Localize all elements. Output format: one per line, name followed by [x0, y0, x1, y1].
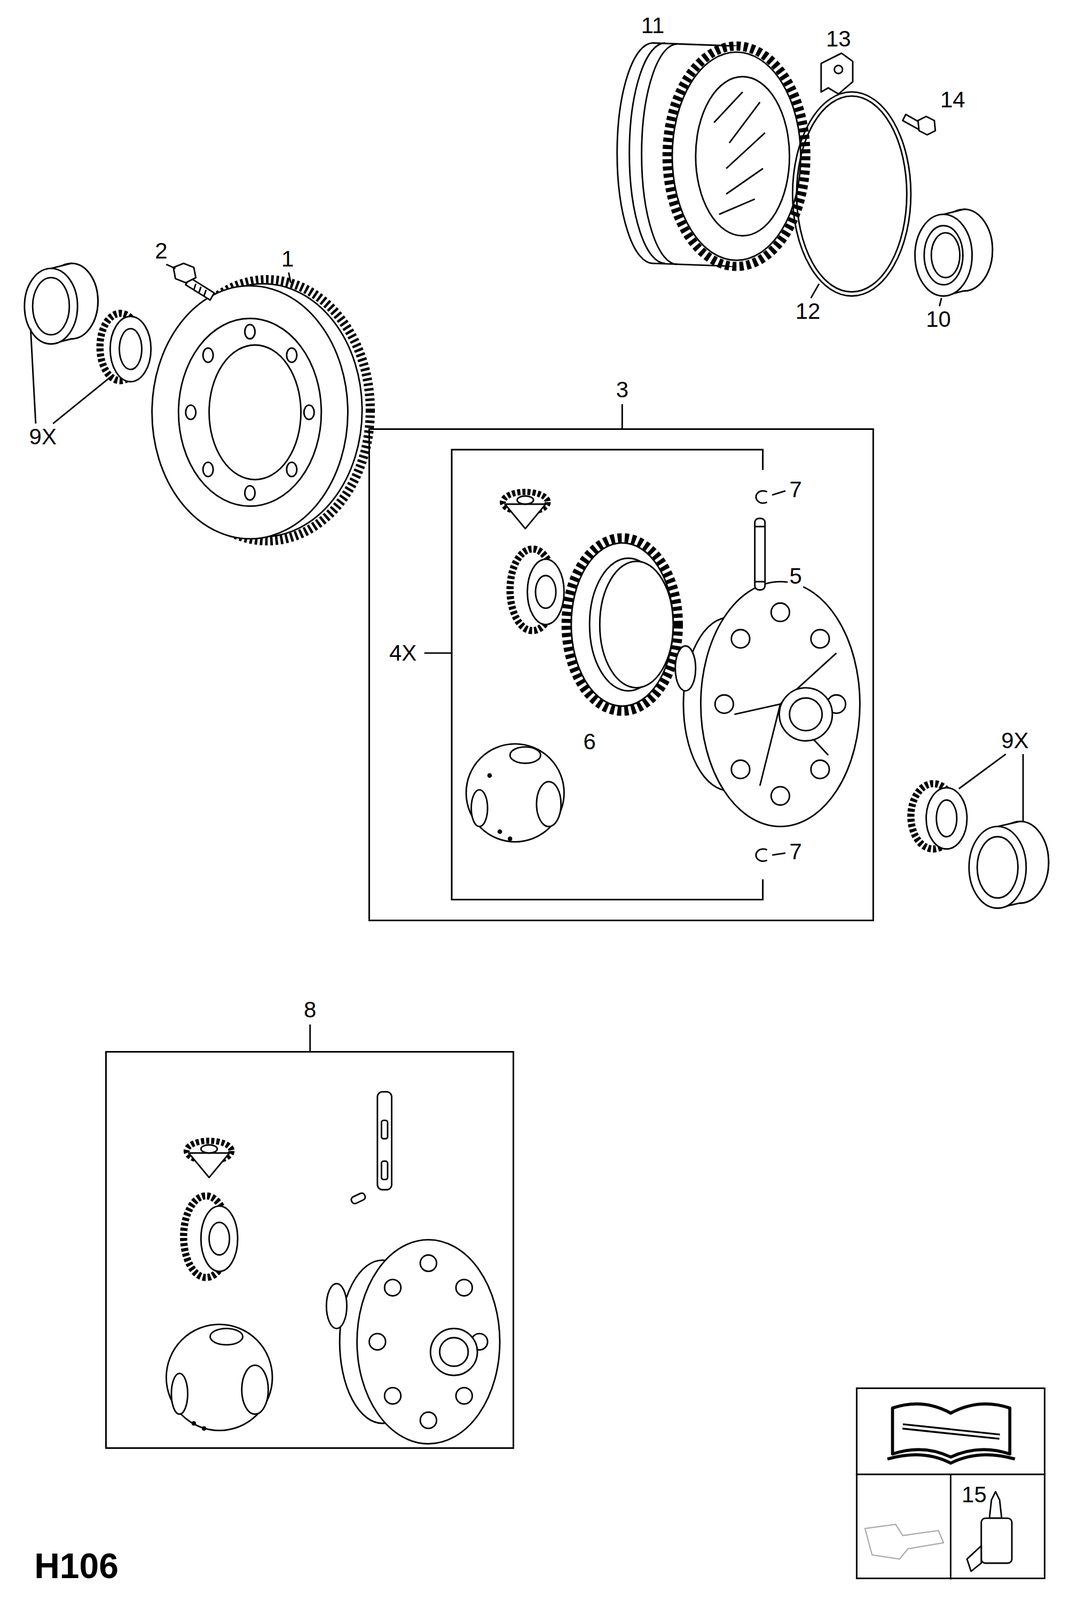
bearing-cone — [99, 313, 152, 382]
callout-number: 5 — [787, 564, 804, 588]
pinion-gear — [186, 1140, 232, 1178]
callout-number: 9X — [999, 729, 1030, 752]
side-gear — [183, 1195, 238, 1278]
group-bracket: 4X — [451, 449, 763, 900]
callout-number: 7 — [787, 478, 804, 501]
bolt — [902, 114, 936, 135]
bearing-cone — [910, 783, 967, 849]
callout-number: 7 — [787, 840, 804, 863]
callout-number: 3 — [614, 378, 631, 401]
drum — [617, 42, 806, 266]
clip — [821, 53, 853, 94]
pinion-gear — [502, 491, 548, 529]
manual-icon — [887, 1403, 1016, 1463]
bracket-line — [451, 449, 763, 900]
callout-number: 14 — [938, 88, 967, 112]
clip — [756, 490, 768, 861]
callout-number: 9X — [27, 425, 59, 448]
shaft — [350, 1091, 392, 1205]
assembly-box: 8 — [105, 1050, 515, 1449]
callout-number: 6 — [581, 730, 598, 753]
differential-case — [675, 581, 861, 826]
callout-number: 2 — [153, 239, 169, 263]
bearing-race — [969, 821, 1049, 908]
callout-number: 4X — [387, 641, 419, 665]
spider — [466, 743, 564, 842]
callout-number: 8 — [302, 998, 318, 1021]
bolt — [173, 263, 215, 301]
spider — [166, 1324, 273, 1431]
legend-box: 15 — [855, 1387, 1046, 1579]
leader-lines — [30, 264, 1024, 1051]
page-code: H106 — [32, 1547, 121, 1584]
seal — [915, 209, 993, 296]
callout-number: 1 — [279, 247, 296, 271]
callout-number: 11 — [639, 14, 667, 37]
legend-dividers — [855, 1474, 1046, 1580]
oil-pan-icon — [864, 1523, 944, 1559]
ring-gear — [152, 279, 371, 541]
callout-number: 12 — [793, 300, 823, 323]
o-ring — [792, 91, 911, 296]
callout-number: 15 — [960, 1483, 989, 1506]
callout-number: 13 — [824, 27, 853, 51]
bearing-race — [24, 263, 99, 344]
differential-case — [326, 1239, 500, 1444]
abs-ring — [565, 537, 679, 712]
side-gear — [509, 548, 564, 631]
callout-number: 10 — [924, 308, 953, 331]
pin — [754, 518, 766, 590]
bracket-outline — [451, 449, 763, 900]
